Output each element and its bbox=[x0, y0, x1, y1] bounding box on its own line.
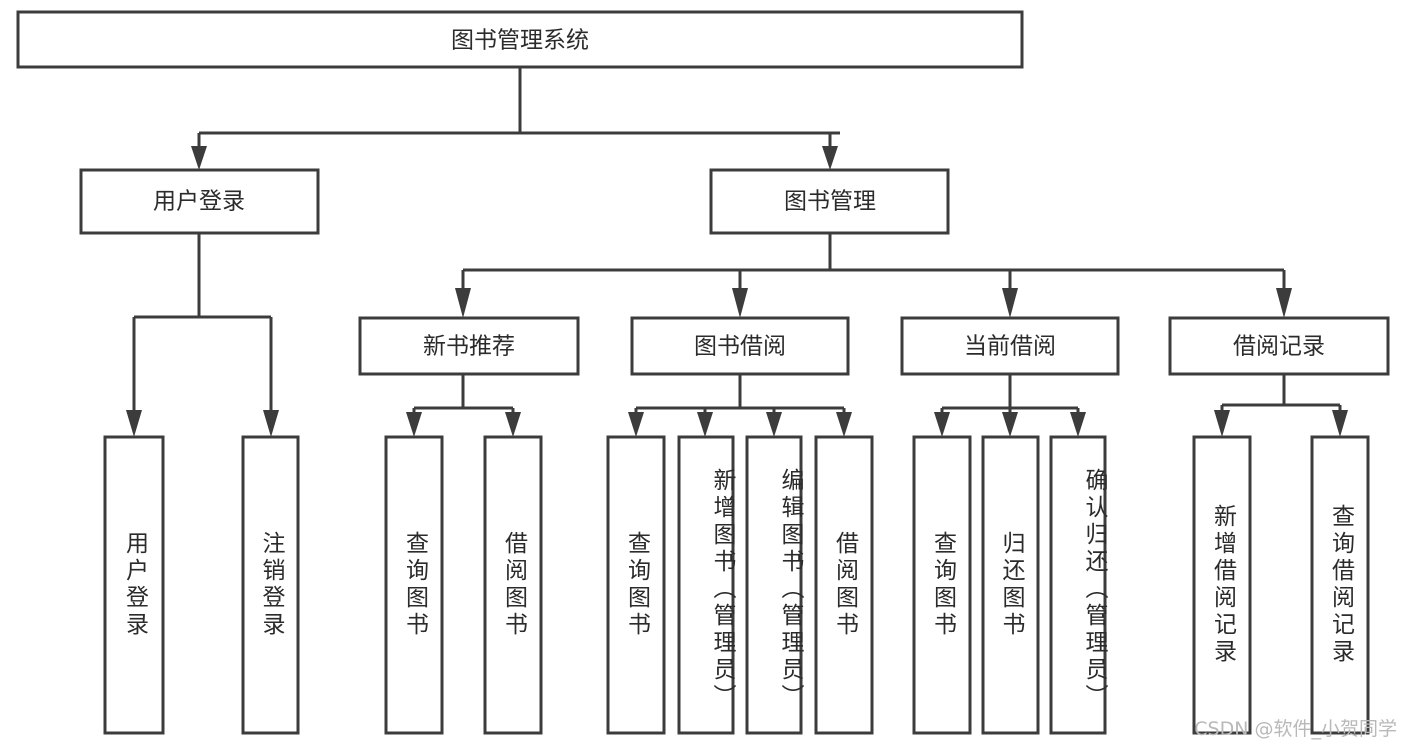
arrowhead-current-leaf-2 bbox=[1002, 412, 1018, 437]
node-root-label: 图书管理系统 bbox=[451, 28, 589, 54]
leaf-box-user-login[interactable] bbox=[103, 435, 165, 735]
arrowhead-user-login bbox=[191, 146, 207, 170]
leaf-box-logout[interactable] bbox=[241, 435, 300, 735]
arrowhead-current-leaf-3 bbox=[1070, 412, 1086, 437]
leaf-box-edit-book-admin[interactable] bbox=[745, 435, 803, 735]
arrowhead-record-leaf-1 bbox=[1214, 410, 1230, 437]
arrowhead-book-manage bbox=[822, 146, 838, 170]
node-book-manage-label: 图书管理 bbox=[784, 189, 876, 215]
node-user-login-box[interactable] bbox=[79, 168, 320, 235]
csdn-watermark: CSDN @软件_小贺同学 bbox=[1194, 718, 1397, 740]
node-book-borrow-label: 图书借阅 bbox=[694, 334, 786, 360]
node-borrow-record-box[interactable] bbox=[1168, 316, 1390, 376]
arrowhead-borrow-leaf-1 bbox=[628, 412, 644, 437]
leaf-box-query-book-newrec[interactable] bbox=[384, 435, 444, 735]
leaf-box-query-borrow-record[interactable] bbox=[1310, 435, 1370, 735]
leaf-box-return-book[interactable] bbox=[981, 435, 1040, 735]
nodes-layer: 图书管理系统 用户登录 图书管理 新书推荐 图书借阅 当前借阅 借阅记录 bbox=[16, 10, 1390, 735]
leaf-box-add-borrow-record[interactable] bbox=[1192, 435, 1252, 735]
leaf-box-borrow-book-newrec[interactable] bbox=[483, 435, 543, 735]
node-current-borrow-box[interactable] bbox=[900, 316, 1120, 376]
arrowhead-record-leaf-2 bbox=[1332, 410, 1348, 437]
node-new-book-rec-box[interactable] bbox=[358, 316, 580, 376]
leaf-box-add-book-admin[interactable] bbox=[677, 435, 735, 735]
leaf-box-query-book-borrow[interactable] bbox=[606, 435, 666, 735]
node-book-manage-box[interactable] bbox=[709, 168, 950, 235]
arrowhead-leaf-logout bbox=[263, 410, 279, 437]
arrowhead-leaf-user-login bbox=[126, 410, 142, 437]
leaf-box-query-book-current[interactable] bbox=[912, 435, 972, 735]
node-borrow-record-label: 借阅记录 bbox=[1233, 334, 1325, 360]
node-new-book-rec-label: 新书推荐 bbox=[423, 334, 515, 360]
leaf-box-confirm-return-admin[interactable] bbox=[1049, 435, 1107, 735]
arrowhead-borrow-leaf-4 bbox=[836, 412, 852, 437]
node-user-login-label: 用户登录 bbox=[153, 189, 245, 215]
arrowhead-current bbox=[1002, 288, 1018, 318]
node-current-borrow-label: 当前借阅 bbox=[964, 334, 1056, 360]
arrowhead-newbook bbox=[455, 288, 471, 318]
node-root-box[interactable] bbox=[16, 10, 1024, 69]
arrowhead-newbook-leaf-2 bbox=[505, 412, 521, 437]
leaf-box-borrow-book[interactable] bbox=[814, 435, 874, 735]
arrowhead-borrow-leaf-3 bbox=[766, 412, 782, 437]
arrowhead-borrow bbox=[732, 288, 748, 318]
arrowhead-borrow-leaf-2 bbox=[697, 412, 713, 437]
connectors-layer bbox=[126, 67, 1348, 437]
arrowhead-current-leaf-1 bbox=[934, 412, 950, 437]
arrowhead-record bbox=[1276, 288, 1292, 318]
arrowhead-newbook-leaf-1 bbox=[406, 412, 422, 437]
node-book-borrow-box[interactable] bbox=[630, 316, 850, 376]
